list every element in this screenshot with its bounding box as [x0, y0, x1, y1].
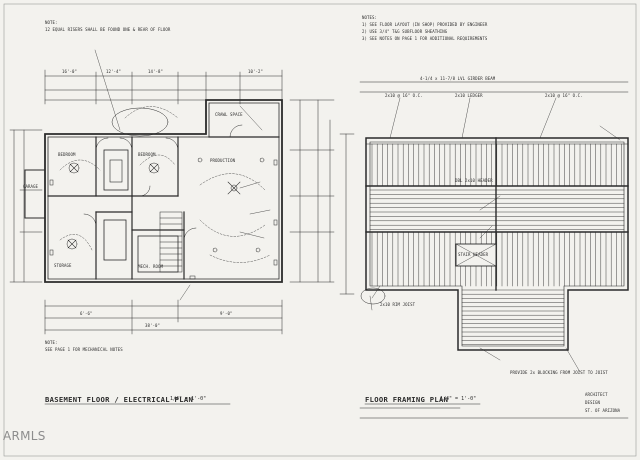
framing-plan	[339, 81, 629, 419]
watermark-logo: ARMLS	[3, 429, 46, 443]
right-note-1: 1) SEE FLOOR LAYOUT (IN SHOP) PROVIDED B…	[362, 22, 488, 27]
left-plan-title: BASEMENT FLOOR / ELECTRICAL PLAN	[45, 395, 194, 404]
room-garage: GARAGE	[23, 184, 39, 189]
dim-4: 10'-2"	[248, 69, 264, 74]
dim-1: 16'-0"	[62, 69, 78, 74]
dim-6: 9'-0"	[220, 311, 233, 316]
stamp-line-3: ST. OF ARIZONA	[585, 408, 621, 413]
stamp-line-1: ARCHITECT	[585, 392, 608, 397]
dim-5: 6'-6"	[80, 311, 93, 316]
room-crawl: CRAWL SPACE	[215, 112, 243, 117]
right-plan-scale: 1/4" = 1'-0"	[440, 396, 477, 402]
right-notes-header: NOTES:	[362, 15, 378, 20]
framing-rim: 2x10 RIM JOIST	[380, 302, 416, 307]
room-bedroom-a: BEDROOM	[58, 152, 76, 157]
basement-plan	[9, 49, 335, 335]
framing-joist-b: 2x10 @ 16" O.C.	[545, 93, 583, 98]
right-note-3: 3) SEE NOTES ON PAGE 1 FOR ADDITIONAL RE…	[362, 36, 488, 41]
stamp-line-2: DESIGN	[585, 400, 601, 405]
framing-joist-a: 2x10 @ 16" O.C.	[385, 93, 423, 98]
framing-header: DBL 2x10 HEADER	[455, 178, 493, 183]
framing-top-beam: 4-1/4 x 11-7/8 LVL GIRDER BEAM	[420, 76, 496, 81]
left-note-top: 12 EQUAL RISERS SHALL BE FOUND ONE & REA…	[45, 27, 171, 32]
framing-ledger: 2x10 LEDGER	[455, 93, 483, 98]
dim-7: 38'-0"	[145, 323, 161, 328]
framing-stair-header: STAIR HEADER	[458, 252, 489, 257]
left-plan-scale: 1/4" = 1'-0"	[170, 396, 207, 402]
room-mechanical: MECH. ROOM	[138, 264, 164, 269]
left-notes-header: NOTE:	[45, 20, 58, 25]
left-note-bottom: SEE PAGE 1 FOR MECHANICAL NOTES	[45, 347, 123, 352]
left-notes-footer-header: NOTE:	[45, 340, 58, 345]
architect-stamp: ARCHITECT DESIGN ST. OF ARIZONA	[579, 386, 637, 432]
room-storage: STORAGE	[54, 263, 72, 268]
right-plan-title: FLOOR FRAMING PLAN	[365, 395, 449, 404]
dim-3: 14'-8"	[148, 69, 164, 74]
room-bedroom-b: BEDROOM	[138, 152, 156, 157]
dim-2: 12'-4"	[106, 69, 122, 74]
room-production: PRODUCTION	[210, 158, 236, 163]
framing-bottom-note: PROVIDE 2x BLOCKING FROM JOIST TO JOIST	[510, 370, 608, 375]
right-note-2: 2) USE 3/4" T&G SUBFLOOR SHEATHING	[362, 29, 448, 34]
